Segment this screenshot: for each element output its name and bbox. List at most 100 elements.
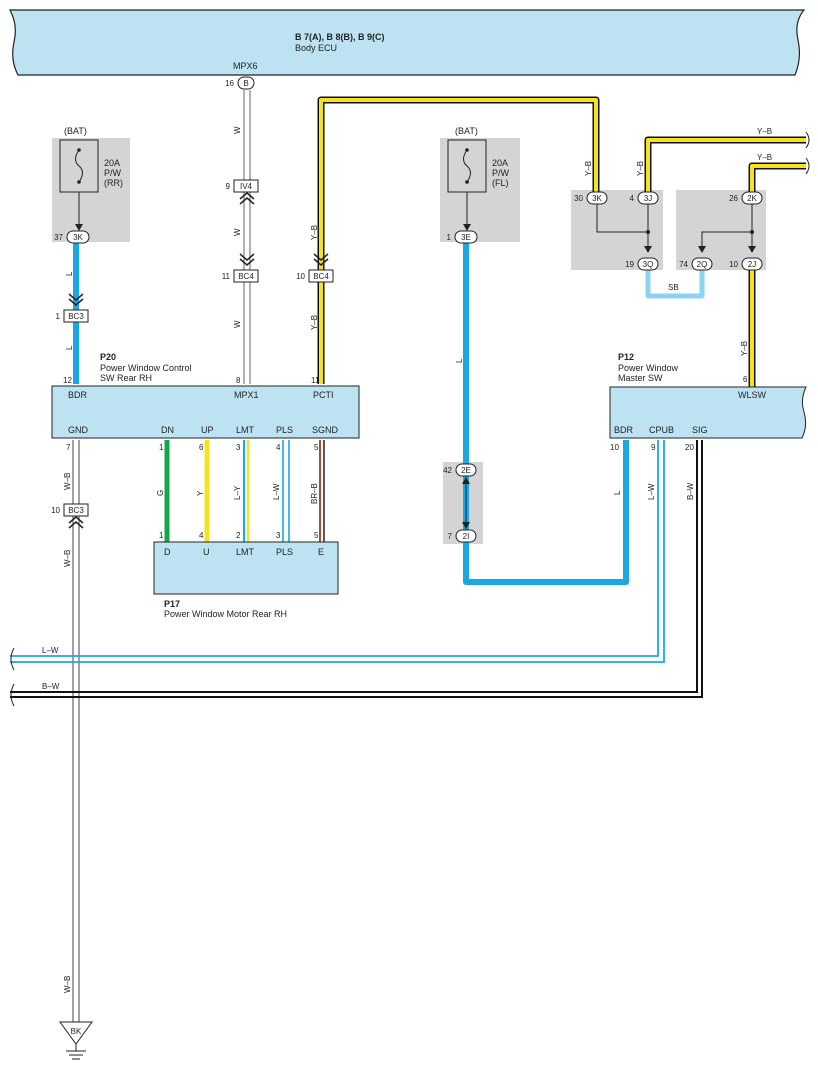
p17-pin-u: 4 <box>199 531 204 540</box>
label-ly: L–Y <box>233 485 242 500</box>
p12-id: P12 <box>618 352 634 362</box>
label-sb: SB <box>668 283 679 292</box>
p20-term-pcti: PCTI <box>313 390 334 400</box>
ecu-name: Body ECU <box>295 43 337 53</box>
jb-2k-num: 26 <box>729 194 738 203</box>
label-yb4: Y–B <box>636 161 645 176</box>
label-yb3: Y–B <box>584 161 593 176</box>
junction-bc4-yb: BC4 10 <box>296 253 334 283</box>
pin-3e-conn: 3E <box>461 233 471 242</box>
p17-pin-d: 1 <box>159 531 164 540</box>
label-wb2: W–B <box>63 550 72 567</box>
junction-bc4-w: BC4 11 <box>222 253 259 283</box>
fuse-rr-source: (BAT) <box>64 126 87 136</box>
label-yb6: Y–B <box>757 153 772 162</box>
pin-3e-num: 1 <box>447 233 452 242</box>
label-l1: L <box>65 271 74 276</box>
ground-icon: BK <box>59 1021 93 1060</box>
ecu-terminal: MPX6 <box>233 61 258 71</box>
wire-yb-2k <box>748 162 806 198</box>
wire-l-bdr-right <box>463 242 629 585</box>
jb-mid-pins: 2E 42 2I 7 <box>443 463 477 543</box>
jb-2k-conn: 2K <box>747 194 757 203</box>
p20-pin-pcti: 11 <box>311 376 320 385</box>
fuse-rr-name: P/W <box>104 168 122 178</box>
bc4-yb-label: BC4 <box>313 272 329 281</box>
p20-pin-dn: 1 <box>159 443 164 452</box>
label-brb: BR–B <box>310 483 319 504</box>
body-ecu: B 7(A), B 8(B), B 9(C) Body ECU MPX6 <box>9 9 806 76</box>
label-w3: W <box>233 320 242 328</box>
wire-brb-sgnd <box>319 440 325 543</box>
p20-term-gnd: GND <box>68 425 89 435</box>
label-yb1: Y–B <box>310 225 319 240</box>
jb-right-pins: 2K 26 2Q 74 2J 10 <box>679 191 763 271</box>
bc4-w-pin: 11 <box>222 272 231 281</box>
wire-lw-pls <box>282 440 290 543</box>
p17-term-d: D <box>164 547 171 557</box>
junction-bc3-bot: BC3 10 <box>51 503 89 529</box>
pin-3e-fl: 3E 1 <box>447 230 478 244</box>
label-yb2: Y–B <box>310 315 319 330</box>
wire-yb-pcti <box>317 96 600 384</box>
p20-term-dn: DN <box>161 425 174 435</box>
label-yb5: Y–B <box>757 127 772 136</box>
junction-bc3-top: BC3 1 <box>56 293 89 323</box>
label-wb1: W–B <box>63 473 72 490</box>
fuse-fl-loc: (FL) <box>492 178 509 188</box>
wire-sb <box>645 265 705 299</box>
p17-term-lmt: LMT <box>236 547 255 557</box>
p20-pin-up: 6 <box>199 443 204 452</box>
jb-2q-num: 74 <box>679 260 688 269</box>
junction-iv4: IV4 9 <box>226 179 259 205</box>
jb-3j-num: 4 <box>630 194 635 203</box>
p17-term-e: E <box>318 547 324 557</box>
p20-term-up: UP <box>201 425 214 435</box>
wire-w-mpx <box>243 90 251 384</box>
p17-term-pls: PLS <box>276 547 293 557</box>
p20-name1: Power Window Control <box>100 363 192 373</box>
p17-id: P17 <box>164 599 180 609</box>
jb-3k-conn: 3K <box>592 194 602 203</box>
label-lw3: L–W <box>42 646 59 655</box>
wire-yb-3j <box>644 136 806 198</box>
wire-labels: W W W L L L L Y–B Y–B Y–B Y–B Y–B Y–B Y–… <box>42 126 772 993</box>
p17-name: Power Window Motor Rear RH <box>164 609 287 619</box>
p20-pin-bdr: 12 <box>63 376 72 385</box>
wire-wb-gnd <box>72 440 80 1022</box>
pin-3k-rr-num: 37 <box>54 233 63 242</box>
p20-term-pls: PLS <box>276 425 293 435</box>
jb-2j-conn: 2J <box>748 260 756 269</box>
jb-2i-num: 7 <box>448 532 453 541</box>
p20-pin-lmt: 3 <box>236 443 241 452</box>
label-w2: W <box>233 228 242 236</box>
wire-ly-lmt <box>243 440 249 543</box>
p12-name1: Power Window <box>618 363 679 373</box>
jb-3q-num: 19 <box>625 260 634 269</box>
fuse-rr-rating: 20A <box>104 158 120 168</box>
wire-lw-cpub <box>10 440 665 663</box>
fuse-box-fl <box>440 138 520 242</box>
bc3-top-label: BC3 <box>68 312 84 321</box>
jb-2e-num: 42 <box>443 466 452 475</box>
fuse-rr-loc: (RR) <box>104 178 123 188</box>
p20-name2: SW Rear RH <box>100 373 152 383</box>
jb-2e-conn: 2E <box>461 466 471 475</box>
p12-pin-bdr: 10 <box>610 443 619 452</box>
jb-2i-conn: 2I <box>463 532 470 541</box>
ecu-connectors: B 7(A), B 8(B), B 9(C) <box>295 32 385 42</box>
pin-3k-rr: 3K 37 <box>54 230 90 244</box>
fuse-box-rr <box>52 138 130 242</box>
component-p20: P20 Power Window Control SW Rear RH 12 8… <box>51 352 360 452</box>
bc3-top-pin: 1 <box>56 312 61 321</box>
label-wb3: W–B <box>63 976 72 993</box>
p12-term-cpub: CPUB <box>649 425 674 435</box>
p12-pin-wlsw: 6 <box>743 375 748 384</box>
p20-term-bdr: BDR <box>68 390 88 400</box>
bc3-bot-label: BC3 <box>68 506 84 515</box>
component-p12: P12 Power Window Master SW 6 WLSW BDR CP… <box>609 352 807 452</box>
p20-term-sgnd: SGND <box>312 425 339 435</box>
fuse-fl-rating: 20A <box>492 158 508 168</box>
wires <box>10 90 806 1022</box>
